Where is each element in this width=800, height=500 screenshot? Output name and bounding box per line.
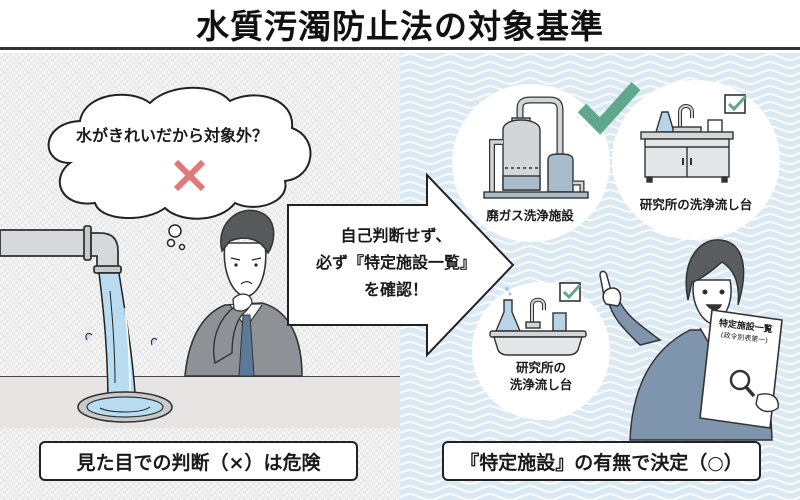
- arrow-line-1: 自己判断せず、: [340, 226, 452, 245]
- facility-label-gas-scrubber: 廃ガス洗浄施設: [486, 208, 574, 223]
- arrow-line-3: を確認！: [363, 280, 428, 299]
- worried-man-icon: [184, 209, 303, 377]
- facility-label-lab-sink-basin: 研究所の 洗浄流し台: [480, 359, 602, 393]
- right-caption-box: 『特定施設』の有無で決定（○）: [442, 441, 761, 481]
- facility-label-line-2: 洗浄流し台: [509, 377, 573, 392]
- left-caption-box: 見た目での判断（×）は危険: [39, 441, 358, 481]
- gas-scrubber-icon: [483, 96, 589, 199]
- page-title: 水質汚濁防止法の対象基準: [196, 6, 604, 46]
- lab-sink-cabinet-icon: [640, 94, 748, 183]
- right-caption: 『特定施設』の有無で決定（○）: [460, 451, 743, 474]
- facility-label-lab-sink-cabinet: 研究所の洗浄流し台: [639, 197, 753, 212]
- pipe-icon: [0, 225, 122, 274]
- document-icon: [699, 309, 783, 429]
- thought-bubble-text: 水がきれいだから対象外？: [75, 126, 268, 145]
- drain-icon: [77, 391, 173, 423]
- magnifier-icon: [729, 369, 751, 391]
- green-check-icon: [577, 81, 641, 135]
- title-bar: 水質汚濁防止法の対象基準: [0, 0, 800, 50]
- facility-label-line-1: 研究所の: [515, 360, 566, 375]
- red-x-icon: [173, 159, 206, 192]
- floor: [0, 376, 400, 428]
- arrow-line-2: 必ず『特定施設一覧』: [315, 253, 476, 272]
- left-caption: 見た目での判断（×）は危険: [76, 451, 321, 474]
- thought-bubble-icon: [47, 86, 312, 251]
- lab-sink-basin-icon: [489, 282, 587, 356]
- arrow-message: 自己判断せず、 必ず『特定施設一覧』 を確認！: [296, 222, 496, 303]
